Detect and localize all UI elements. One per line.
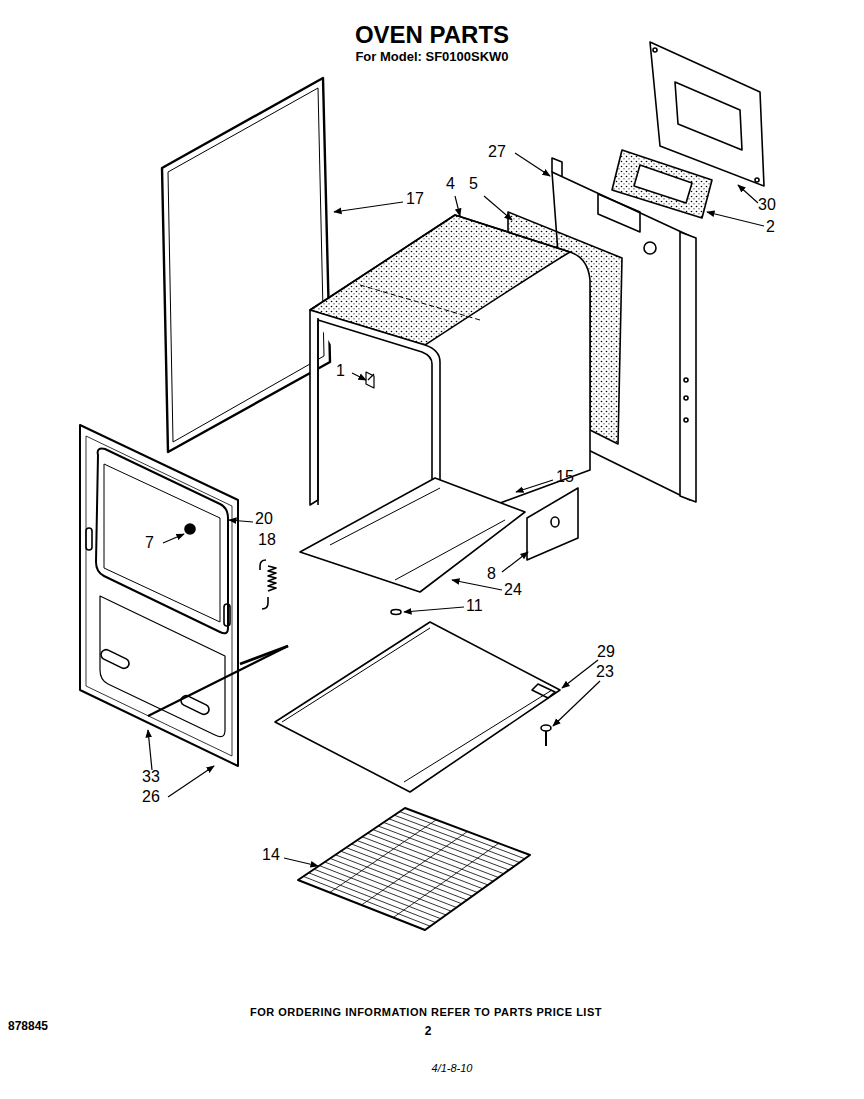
callout-number: 14	[262, 846, 280, 864]
callout-number: 5	[469, 175, 478, 193]
model-number: For Model: SF0100SKW0	[355, 50, 508, 64]
callout-number: 1	[336, 362, 345, 380]
callout-number: 24	[504, 581, 522, 599]
oven-rack	[298, 808, 530, 930]
callout-number: 27	[488, 143, 506, 161]
oven-cavity	[310, 215, 590, 525]
clip	[391, 610, 401, 615]
cover-card	[527, 488, 578, 560]
callout-number: 11	[466, 597, 483, 615]
side-panel	[162, 78, 330, 452]
callout-number: 17	[406, 190, 424, 208]
callout-number: 2	[766, 218, 775, 236]
door-rod	[148, 646, 288, 716]
callout-number: 15	[556, 468, 574, 486]
door-spring	[260, 560, 276, 609]
door-rod	[240, 646, 288, 664]
callout-number: 26	[142, 788, 160, 806]
document-number: 878845	[8, 1020, 48, 1033]
bottom-pan	[275, 622, 560, 792]
footer-note: FOR ORDERING INFORMATION REFER TO PARTS …	[250, 1006, 602, 1018]
callout-number: 20	[255, 510, 273, 528]
callout-number: 4	[446, 175, 455, 193]
callout-number: 7	[145, 534, 154, 552]
callout-number: 8	[487, 565, 496, 583]
rack-wire	[393, 843, 499, 917]
callout-number: 29	[597, 643, 615, 661]
leader-lines	[148, 153, 764, 866]
oven-door	[80, 425, 238, 766]
page-number: 2	[425, 1025, 432, 1038]
rack-wire	[330, 820, 437, 893]
callout-number: 30	[758, 196, 776, 214]
callout-number: 33	[142, 768, 160, 786]
oven-bottom	[300, 318, 525, 592]
title: OVEN PARTS	[355, 22, 509, 48]
screw	[541, 725, 551, 746]
callout-number: 18	[258, 531, 276, 549]
date-code: 4/1-8-10	[432, 1062, 473, 1074]
rack-wire	[362, 832, 468, 906]
callout-number: 23	[596, 663, 614, 681]
